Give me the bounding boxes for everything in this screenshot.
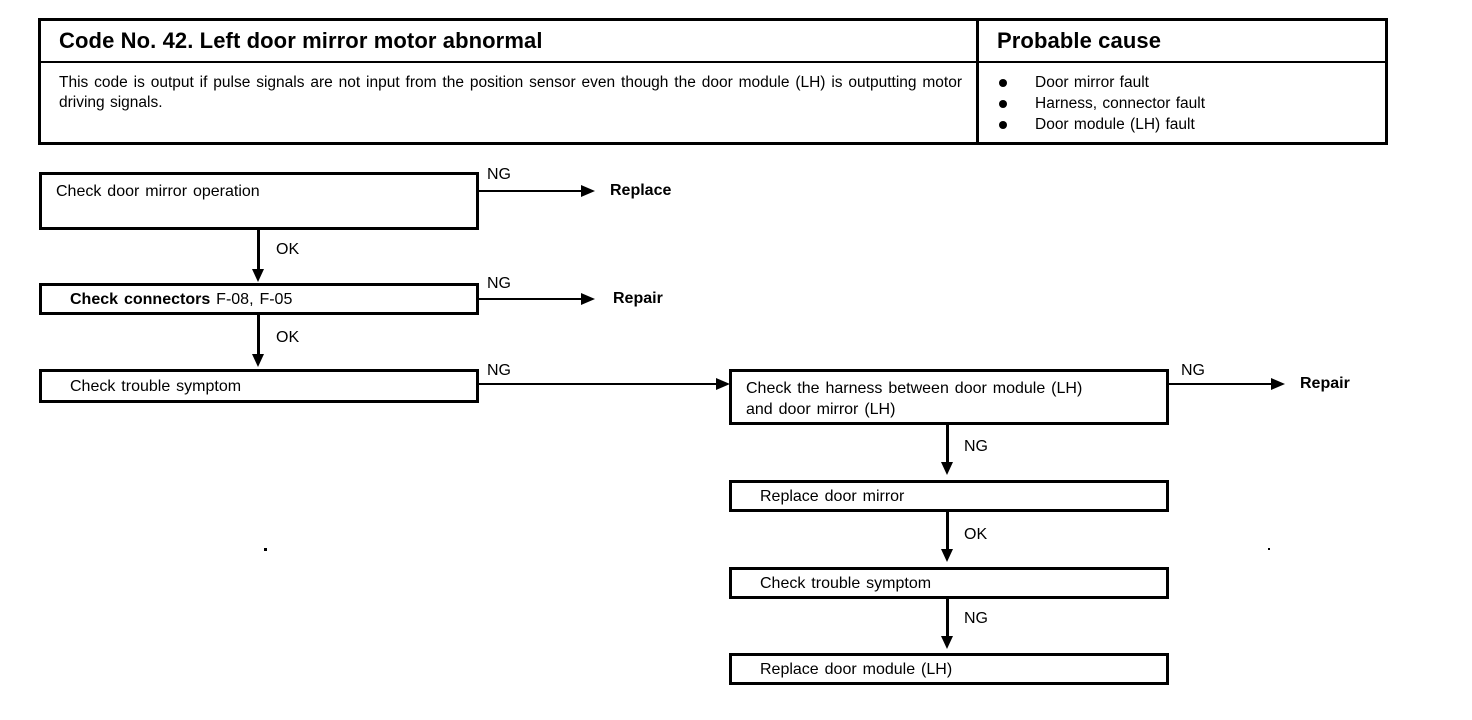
ng-line-5 bbox=[946, 425, 949, 466]
flow-box-check-connectors: Check connectors F-08, F-05 bbox=[39, 283, 479, 315]
scan-speck bbox=[264, 548, 267, 551]
ng-arrowhead-1 bbox=[581, 185, 595, 197]
flow-box-check-trouble-symptom-right: Check trouble symptom bbox=[729, 567, 1169, 599]
ok-arrowhead-1 bbox=[252, 269, 264, 282]
flow-box-label-rest: F-08, F-05 bbox=[210, 290, 293, 308]
ng-stub-3 bbox=[476, 369, 479, 403]
flow-box-label: Check door mirror operation bbox=[56, 183, 260, 200]
scan-speck bbox=[1268, 548, 1270, 550]
flow-box-replace-door-mirror: Replace door mirror bbox=[729, 480, 1169, 512]
ng-line-2 bbox=[478, 298, 583, 300]
flow-box-label: Check trouble symptom bbox=[760, 574, 932, 592]
probable-cause-list: Door mirror fault Harness, connector fau… bbox=[979, 72, 1205, 135]
cause-text: Door module (LH) fault bbox=[1035, 116, 1195, 133]
flow-box-label: Replace door module (LH) bbox=[760, 660, 953, 678]
ng-line-3 bbox=[478, 383, 718, 385]
cause-text: Harness, connector fault bbox=[1035, 95, 1206, 112]
flow-box-check-door-mirror-operation: Check door mirror operation bbox=[39, 172, 479, 230]
code-table-body-row: This code is output if pulse signals are… bbox=[41, 63, 1385, 142]
flow-box-check-harness: Check the harness between door module (L… bbox=[729, 369, 1169, 425]
flow-box-label: Replace door mirror bbox=[760, 487, 905, 505]
flow-box-label: Check the harness between door module (L… bbox=[746, 378, 1082, 420]
cause-text: Door mirror fault bbox=[1035, 74, 1149, 91]
ok-arrowhead-2 bbox=[252, 354, 264, 367]
ok-line-1 bbox=[257, 230, 260, 273]
terminal-replace-1: Replace bbox=[610, 182, 672, 199]
ng-arrowhead-4 bbox=[1271, 378, 1285, 390]
edge-label-ng-2: NG bbox=[487, 275, 511, 292]
ng-arrowhead-5 bbox=[941, 462, 953, 475]
edge-label-ok-replace-mirror: OK bbox=[964, 526, 988, 543]
edge-label-ng-trouble-right: NG bbox=[964, 610, 988, 627]
flow-box-label-line2: and door mirror (LH) bbox=[746, 401, 896, 418]
list-item: Door mirror fault bbox=[999, 72, 1205, 93]
code-description: This code is output if pulse signals are… bbox=[59, 74, 962, 111]
ng-arrowhead-6 bbox=[941, 636, 953, 649]
ng-stub-4 bbox=[1166, 369, 1169, 425]
ok-arrowhead-3 bbox=[941, 549, 953, 562]
ng-arrowhead-3 bbox=[716, 378, 730, 390]
edge-label-ng-1: NG bbox=[487, 166, 511, 183]
terminal-repair-1: Repair bbox=[613, 290, 663, 307]
ok-line-2 bbox=[257, 315, 260, 357]
ng-stub-1 bbox=[476, 172, 479, 230]
bullet-icon bbox=[999, 121, 1007, 129]
probable-cause-heading: Probable cause bbox=[997, 28, 1162, 53]
probable-cause-heading-cell: Probable cause bbox=[979, 21, 1385, 61]
edge-label-ng-harness-right: NG bbox=[1181, 362, 1205, 379]
edge-label-ok-2: OK bbox=[276, 329, 300, 346]
flow-box-check-trouble-symptom-left: Check trouble symptom bbox=[39, 369, 479, 403]
terminal-repair-2: Repair bbox=[1300, 375, 1350, 392]
list-item: Harness, connector fault bbox=[999, 93, 1205, 114]
code-title-cell: Code No. 42. Left door mirror motor abno… bbox=[41, 21, 979, 61]
edge-label-ng-harness-down: NG bbox=[964, 438, 988, 455]
code-title: Code No. 42. Left door mirror motor abno… bbox=[59, 28, 543, 53]
ng-line-6 bbox=[946, 599, 949, 640]
bullet-icon bbox=[999, 100, 1007, 108]
list-item: Door module (LH) fault bbox=[999, 114, 1205, 135]
flow-box-label-line1: Check the harness between door module (L… bbox=[746, 380, 1083, 397]
ok-line-3 bbox=[946, 512, 949, 553]
flow-box-label: Check connectors F-08, F-05 bbox=[56, 289, 292, 310]
code-table: Code No. 42. Left door mirror motor abno… bbox=[38, 18, 1388, 145]
ng-stub-2 bbox=[476, 283, 479, 315]
bullet-icon bbox=[999, 79, 1007, 87]
edge-label-ok-1: OK bbox=[276, 241, 300, 258]
ng-arrowhead-2 bbox=[581, 293, 595, 305]
flow-box-label-strong: Check connectors bbox=[70, 290, 211, 308]
code-table-header-row: Code No. 42. Left door mirror motor abno… bbox=[41, 21, 1385, 63]
flow-box-label: Check trouble symptom bbox=[70, 377, 242, 395]
edge-label-ng-3: NG bbox=[487, 362, 511, 379]
ng-line-1 bbox=[478, 190, 583, 192]
code-description-cell: This code is output if pulse signals are… bbox=[41, 63, 979, 142]
flow-box-replace-door-module: Replace door module (LH) bbox=[729, 653, 1169, 685]
ng-line-4 bbox=[1168, 383, 1273, 385]
probable-cause-cell: Door mirror fault Harness, connector fau… bbox=[979, 63, 1385, 142]
